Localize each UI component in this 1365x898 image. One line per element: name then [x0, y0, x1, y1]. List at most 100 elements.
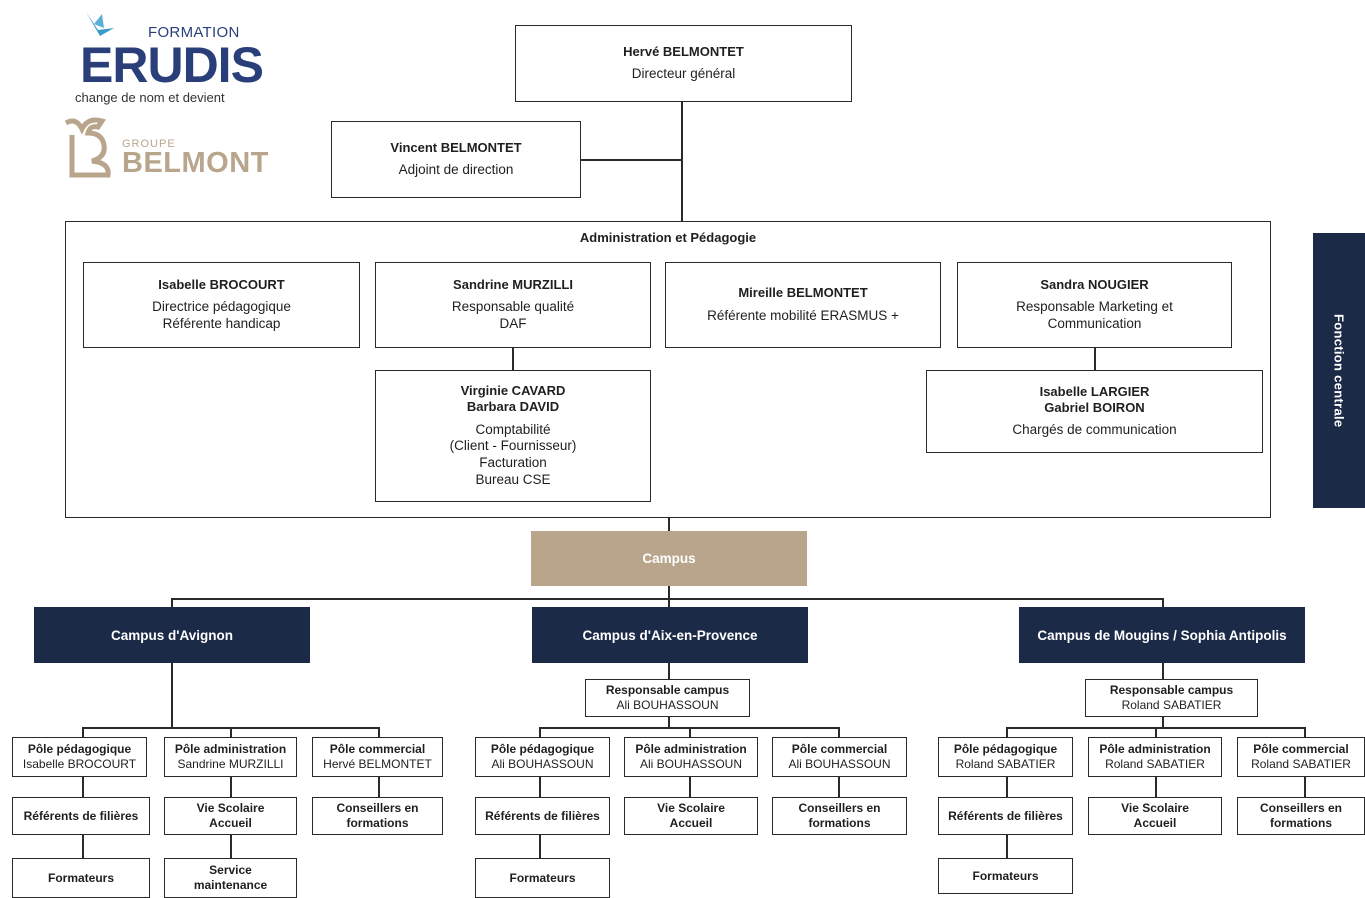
connector — [668, 586, 670, 599]
director-box: Hervé BELMONTET Directeur général — [515, 25, 852, 102]
nougier-name: Sandra NOUGIER — [1040, 277, 1149, 292]
mougins-p2-name: Roland SABATIER — [1105, 757, 1205, 771]
aix-referents: Référents de filières — [475, 797, 610, 835]
logo-erudis-text: ERUDIS — [80, 37, 264, 93]
comm-role: Chargés de communication — [1012, 422, 1177, 438]
connector — [539, 835, 541, 858]
campus-avignon-header: Campus d'Avignon — [34, 607, 310, 663]
nougier-box: Sandra NOUGIER Responsable Marketing et … — [957, 262, 1232, 348]
aix-pole-commercial: Pôle commercial Ali BOUHASSOUN — [772, 737, 907, 777]
compta-name2: Barbara DAVID — [466, 399, 560, 415]
connector — [689, 727, 691, 737]
avignon-c1: Référents de filières — [23, 808, 139, 823]
nougier-role1: Responsable Marketing et — [1016, 299, 1173, 315]
avignon-pole-administration: Pôle administration Sandrine MURZILLI — [164, 737, 297, 777]
campus-mougins-header: Campus de Mougins / Sophia Antipolis — [1019, 607, 1305, 663]
director-name: Hervé BELMONTET — [623, 43, 744, 59]
connector — [838, 777, 840, 797]
murzilli-role1: Responsable qualité — [451, 299, 575, 315]
brocourt-box: Isabelle BROCOURT Directrice pédagogique… — [83, 262, 360, 348]
mougins-conseillers: Conseillers en formations — [1237, 797, 1365, 835]
deputy-name: Vincent BELMONTET — [390, 139, 522, 155]
aix-responsable: Responsable campus Ali BOUHASSOUN — [585, 679, 750, 717]
connector — [378, 727, 380, 737]
avignon-p2-name: Sandrine MURZILLI — [177, 757, 284, 771]
brocourt-role2: Référente handicap — [162, 316, 281, 332]
mougins-p3-name: Roland SABATIER — [1251, 757, 1351, 771]
connector — [171, 598, 1163, 600]
brocourt-role1: Directrice pédagogique — [152, 299, 291, 315]
aix-p2-name: Ali BOUHASSOUN — [639, 757, 743, 771]
mougins-d1: Formateurs — [972, 868, 1039, 883]
admin-title: Administration et Pédagogie — [579, 230, 757, 245]
connector — [1162, 717, 1164, 728]
connector — [681, 102, 683, 222]
avignon-pole-commercial: Pôle commercial Hervé BELMONTET — [312, 737, 443, 777]
aix-c3a: Conseillers en — [798, 801, 881, 815]
connector — [378, 777, 380, 797]
mougins-p1-name: Roland SABATIER — [955, 757, 1056, 771]
compta-line3: Facturation — [479, 455, 547, 471]
mougins-p3-title: Pôle commercial — [1253, 742, 1349, 756]
avignon-vie-scolaire: Vie Scolaire Accueil — [164, 797, 297, 835]
admin-frame — [65, 221, 1271, 518]
avignon-c3a: Conseillers en — [336, 801, 419, 815]
connector — [668, 663, 670, 679]
connector — [82, 835, 84, 858]
avignon-referents: Référents de filières — [12, 797, 150, 835]
mougins-resp-name: Roland SABATIER — [1121, 698, 1222, 712]
connector — [1006, 835, 1008, 858]
aix-c1: Référents de filières — [485, 808, 600, 823]
connector — [581, 159, 682, 161]
compta-name1: Virginie CAVARD — [460, 383, 566, 398]
connector — [230, 727, 232, 737]
connector — [689, 777, 691, 797]
mougins-c2a: Vie Scolaire — [1121, 801, 1189, 815]
aix-d1: Formateurs — [509, 870, 576, 885]
aix-p2-title: Pôle administration — [635, 742, 747, 756]
mougins-c2b: Accueil — [1133, 816, 1177, 830]
comm-name2: Gabriel BOIRON — [1044, 400, 1145, 416]
aix-resp-name: Ali BOUHASSOUN — [616, 698, 719, 712]
aix-p3-name: Ali BOUHASSOUN — [788, 757, 891, 771]
aix-c2b: Accueil — [669, 816, 713, 830]
connector — [1304, 777, 1306, 797]
mougins-c3a: Conseillers en — [1259, 801, 1343, 815]
aix-pole-pedagogique: Pôle pédagogique Ali BOUHASSOUN — [475, 737, 610, 777]
aix-c3b: formations — [808, 816, 871, 830]
avignon-c2b: Accueil — [209, 816, 252, 830]
connector — [1006, 727, 1008, 737]
avignon-d1: Formateurs — [47, 870, 115, 885]
mireille-role1: Référente mobilité ERASMUS + — [707, 307, 899, 323]
comm-box: Isabelle LARGIER Gabriel BOIRON Chargés … — [926, 370, 1263, 453]
connector — [539, 727, 541, 737]
belmont-mark-icon — [64, 117, 111, 178]
fonction-centrale-text: Fonction centrale — [1331, 313, 1347, 428]
aix-vie-scolaire: Vie Scolaire Accueil — [624, 797, 758, 835]
connector — [512, 348, 514, 370]
compta-line2: (Client - Fournisseur) — [449, 438, 577, 454]
avignon-c2a: Vie Scolaire — [196, 801, 265, 815]
comm-name1: Isabelle LARGIER — [1039, 383, 1150, 399]
mireille-box: Mireille BELMONTET Référente mobilité ER… — [665, 262, 941, 348]
fonction-centrale-label: Fonction centrale — [1313, 233, 1365, 508]
campus-box: Campus — [531, 531, 807, 586]
mougins-referents: Référents de filières — [938, 797, 1073, 835]
avignon-p3-name: Hervé BELMONTET — [323, 757, 432, 771]
aix-formateurs: Formateurs — [475, 858, 610, 898]
connector — [171, 663, 173, 728]
connector — [838, 727, 840, 737]
connector — [82, 777, 84, 797]
connector — [539, 777, 541, 797]
logo-belmont-text: BELMONT — [122, 147, 269, 179]
connector — [1155, 727, 1157, 737]
mougins-c1: Référents de filières — [948, 808, 1063, 823]
connector — [1155, 777, 1157, 797]
connector — [668, 717, 670, 728]
connector — [171, 598, 173, 608]
compta-box: Virginie CAVARD Barbara DAVID Comptabili… — [375, 370, 651, 502]
deputy-box: Vincent BELMONTET Adjoint de direction — [331, 121, 581, 198]
mougins-p1-title: Pôle pédagogique — [953, 742, 1058, 756]
director-role: Directeur général — [631, 66, 736, 82]
bird-icon — [86, 12, 114, 36]
